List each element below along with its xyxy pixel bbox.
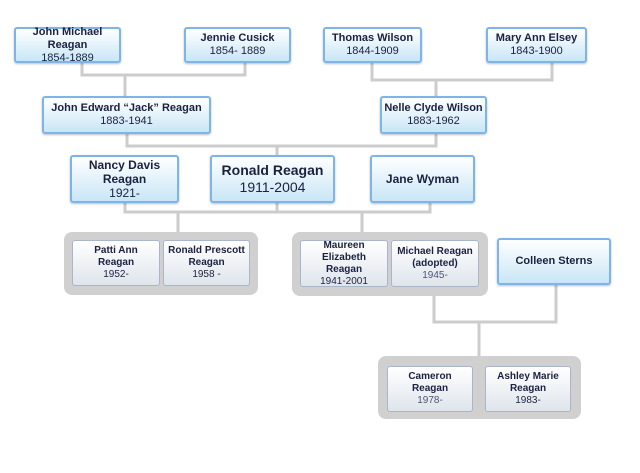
person-dates: 1854- 1889 xyxy=(209,45,266,57)
person-name: Thomas Wilson xyxy=(331,32,414,44)
person-name: Ronald Prescott Reagan xyxy=(168,245,245,268)
person-dates: 1983- xyxy=(515,395,541,406)
connector-michael-colleen xyxy=(432,284,558,324)
person-name: Jane Wyman xyxy=(385,172,460,186)
person-name: Nancy Davis Reagan xyxy=(88,158,161,186)
person-name: Maureen Elizabeth Reagan xyxy=(322,239,366,275)
person-dates: 1945- xyxy=(422,269,448,281)
person-dates: 1883-1941 xyxy=(100,115,153,127)
person-dates: 1843-1900 xyxy=(510,45,563,57)
person-mary-ann-elsey[interactable]: Mary Ann Elsey 1843-1900 xyxy=(486,27,587,63)
person-name: Colleen Sterns xyxy=(515,255,593,267)
person-dates: 1883-1962 xyxy=(407,115,460,127)
person-dates: 1911-2004 xyxy=(239,179,306,195)
person-name: Cameron Reagan xyxy=(408,371,452,394)
person-dates: 1854-1889 xyxy=(41,51,94,64)
person-ronald-reagan[interactable]: Ronald Reagan 1911-2004 xyxy=(210,155,335,203)
person-ashley-marie-reagan[interactable]: Ashley Marie Reagan 1983- xyxy=(485,366,571,412)
person-thomas-wilson[interactable]: Thomas Wilson 1844-1909 xyxy=(323,27,422,63)
person-jennie-cusick[interactable]: Jennie Cusick 1854- 1889 xyxy=(184,27,291,63)
person-dates: 1844-1909 xyxy=(346,45,399,57)
person-name: John Edward “Jack” Reagan xyxy=(51,102,202,114)
person-dates: 1921- xyxy=(109,186,140,200)
connector-parents xyxy=(125,133,438,148)
person-nancy-davis-reagan[interactable]: Nancy Davis Reagan 1921- xyxy=(70,155,179,203)
person-dates: 1958 - xyxy=(192,269,221,280)
person-maureen-elizabeth-reagan[interactable]: Maureen Elizabeth Reagan 1941-2001 xyxy=(300,240,388,287)
person-name: Jennie Cusick xyxy=(200,32,275,44)
person-name: Ronald Reagan xyxy=(221,162,324,178)
person-michael-reagan[interactable]: Michael Reagan (adopted) 1945- xyxy=(391,240,479,287)
person-name: Patti Ann Reagan xyxy=(94,245,138,268)
person-jack-reagan[interactable]: John Edward “Jack” Reagan 1883-1941 xyxy=(42,96,211,134)
person-name: John Michael Reagan xyxy=(32,25,103,51)
person-name: Michael Reagan (adopted) xyxy=(397,245,473,269)
person-ronald-prescott-reagan[interactable]: Ronald Prescott Reagan 1958 - xyxy=(163,240,250,286)
person-jane-wyman[interactable]: Jane Wyman xyxy=(370,155,475,203)
person-dates: 1978- xyxy=(417,395,443,406)
person-dates: 1941-2001 xyxy=(320,275,368,287)
person-john-michael-reagan[interactable]: John Michael Reagan 1854-1889 xyxy=(14,25,121,64)
person-nelle-clyde-wilson[interactable]: Nelle Clyde Wilson 1883-1962 xyxy=(380,96,487,134)
person-colleen-sterns[interactable]: Colleen Sterns xyxy=(497,238,611,285)
person-name: Nelle Clyde Wilson xyxy=(384,102,483,114)
connector-reagan-grandparents xyxy=(80,62,247,77)
person-name: Ashley Marie Reagan xyxy=(497,371,559,394)
person-dates: 1952- xyxy=(103,269,129,280)
connector-wilson-grandparents xyxy=(370,62,554,82)
person-cameron-reagan[interactable]: Cameron Reagan 1978- xyxy=(387,366,473,412)
person-patti-ann-reagan[interactable]: Patti Ann Reagan 1952- xyxy=(72,240,160,286)
person-name: Mary Ann Elsey xyxy=(495,32,578,44)
